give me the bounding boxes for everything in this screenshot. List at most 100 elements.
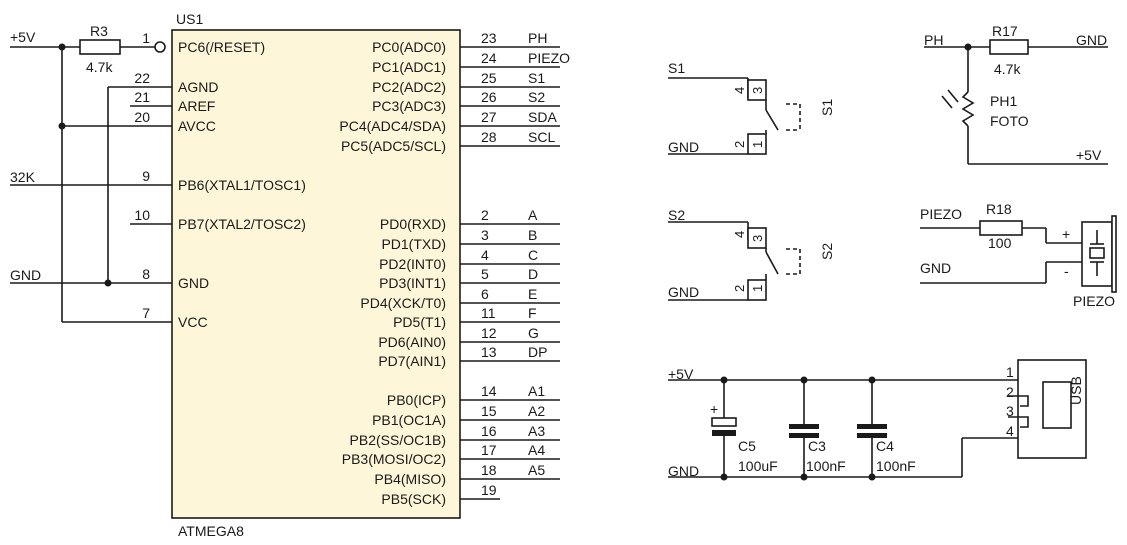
- s2-pin-4: 4: [732, 231, 747, 238]
- s2-net-top: S2: [668, 207, 685, 223]
- mcu-pin-name-4: PD2(INT0): [379, 256, 446, 272]
- net-label-a3: A3: [528, 423, 545, 439]
- s1-ref: S1: [819, 99, 835, 116]
- r18-value: 100: [988, 235, 1012, 251]
- mcu-part: ATMEGA8: [178, 523, 244, 539]
- mcu-pin-num-7: 7: [142, 305, 150, 321]
- mcu-pin-num-20: 20: [134, 109, 150, 125]
- net-label-piezo: PIEZO: [528, 50, 570, 66]
- mcu-pin-name-5: PD3(INT1): [379, 275, 446, 291]
- mcu-pin-num-4: 4: [481, 247, 489, 263]
- r17-right-net: GND: [1076, 32, 1107, 48]
- mcu-pin-num-22: 22: [134, 70, 150, 86]
- mcu-pin-num-26: 26: [481, 89, 497, 105]
- net-label-s1: S1: [528, 70, 545, 86]
- usb-pin-2: 2: [1006, 384, 1014, 400]
- mcu-pin-num-1: 1: [142, 30, 150, 46]
- net-label-c: C: [528, 247, 538, 263]
- mcu-pin-num-15: 15: [481, 403, 497, 419]
- r17-left-net: PH: [924, 32, 943, 48]
- net-label-f: F: [528, 305, 537, 321]
- mcu-pin-num-27: 27: [481, 109, 497, 125]
- mcu-pin-name-17: PB3(MOSI/OC2): [342, 451, 446, 467]
- net-label-a4: A4: [528, 442, 545, 458]
- net-label-a5: A5: [528, 462, 545, 478]
- mcu-ref: US1: [176, 11, 203, 27]
- s2-ref: S2: [819, 243, 835, 260]
- c5-value: 100uF: [738, 458, 778, 474]
- mcu-pin-name-6: PD4(XCK/T0): [360, 295, 446, 311]
- mcu-pin-name-7: VCC: [178, 314, 208, 330]
- net-gnd-label: GND: [10, 267, 41, 283]
- mcu-left-pins: PC6(/RESET)1AGND22AREF21AVCC20PB6(XTAL1/…: [134, 30, 305, 330]
- piezo-circuit: PIEZO R18 100 GND + - PIEZO: [920, 201, 1117, 309]
- photo-divider: PH R17 4.7k GND +5V PH1 FOTO: [924, 23, 1108, 165]
- mcu-pin-name-1: PC6(/RESET): [178, 39, 265, 55]
- mcu-pin-num-19: 19: [481, 482, 497, 498]
- ph1-bottom-net: +5V: [1076, 147, 1102, 163]
- mcu-pin-name-12: PD6(AIN0): [378, 334, 446, 350]
- net-xtal-label: 32K: [10, 169, 36, 185]
- power-gnd-net: GND: [668, 463, 699, 479]
- mcu-pin-name-15: PB1(OC1A): [372, 412, 446, 428]
- mcu-pin-name-19: PB5(SCK): [381, 491, 446, 507]
- mcu-pin-num-28: 28: [481, 129, 497, 145]
- mcu-pin-num-16: 16: [481, 423, 497, 439]
- r17-ref: R17: [992, 23, 1018, 39]
- mcu-pin-num-24: 24: [481, 50, 497, 66]
- r18-ref: R18: [986, 201, 1012, 217]
- mcu-pin-name-20: AVCC: [178, 118, 216, 134]
- mcu-pin-num-10: 10: [134, 207, 150, 223]
- power-section: +5V GND + C5 100uF C3 100nF: [668, 359, 1087, 481]
- mcu-pin-num-25: 25: [481, 70, 497, 86]
- net-label-b: B: [528, 227, 537, 243]
- mcu-pin-name-13: PD7(AIN1): [378, 353, 446, 369]
- ph1-value: FOTO: [990, 113, 1029, 129]
- c5-ref: C5: [738, 438, 756, 454]
- net-label-g: G: [528, 325, 539, 341]
- c4-ref: C4: [876, 438, 894, 454]
- c4-value: 100nF: [876, 458, 916, 474]
- piezo-ref: PIEZO: [1073, 293, 1115, 309]
- mcu-pin-num-13: 13: [481, 344, 497, 360]
- s1-pin-4: 4: [732, 87, 747, 94]
- mcu-pin-name-9: PB6(XTAL1/TOSC1): [178, 177, 306, 193]
- net-label-a2: A2: [528, 403, 545, 419]
- piezo-minus: -: [1064, 263, 1069, 279]
- usb-connector: USB 1 2 3 4: [1006, 359, 1087, 459]
- c3-capacitor: C3 100nF: [789, 380, 846, 477]
- mcu-pin-name-14: PB0(ICP): [387, 392, 446, 408]
- mcu-pin-num-8: 8: [142, 266, 150, 282]
- net-label-a1: A1: [528, 383, 545, 399]
- mcu-pin-num-9: 9: [142, 168, 150, 184]
- s2-pin-3: 3: [750, 235, 765, 242]
- s1-net-bottom: GND: [668, 139, 699, 155]
- c5-capacitor: + C5 100uF: [710, 380, 778, 477]
- r18-left-net: PIEZO: [920, 206, 962, 222]
- reset-inversion-bubble: [154, 41, 166, 53]
- s1-pin-2: 2: [732, 141, 747, 148]
- c5-polarity: +: [710, 401, 718, 417]
- power-vcc-net: +5V: [668, 366, 694, 382]
- mcu-pin-num-18: 18: [481, 462, 497, 478]
- usb-pin-4: 4: [1006, 423, 1014, 439]
- mcu-pin-num-17: 17: [481, 442, 497, 458]
- r3-ref: R3: [90, 23, 108, 39]
- mcu-block: US1 ATMEGA8 PC6(/RESET)1AGND22AREF21AVCC…: [134, 11, 570, 539]
- s2-net-bottom: GND: [668, 284, 699, 300]
- switch-s1: S1 4 3 S1 2 1 GND: [668, 60, 835, 155]
- net-label-s2: S2: [528, 89, 545, 105]
- net-label-ph: PH: [528, 30, 547, 46]
- mcu-pin-name-27: PC4(ADC4/SDA): [339, 118, 446, 134]
- s2-pin-1: 1: [750, 285, 765, 292]
- mcu-pin-name-22: AGND: [178, 79, 218, 95]
- mcu-body: [171, 29, 461, 519]
- c4-capacitor: C4 100nF: [857, 380, 916, 477]
- mcu-pin-name-8: GND: [178, 275, 209, 291]
- net-label-dp: DP: [528, 344, 547, 360]
- s1-net-top: S1: [668, 60, 685, 76]
- piezo-gnd-net: GND: [920, 260, 951, 276]
- net-vcc-label: +5V: [10, 29, 36, 45]
- piezo-plus: +: [1062, 226, 1070, 242]
